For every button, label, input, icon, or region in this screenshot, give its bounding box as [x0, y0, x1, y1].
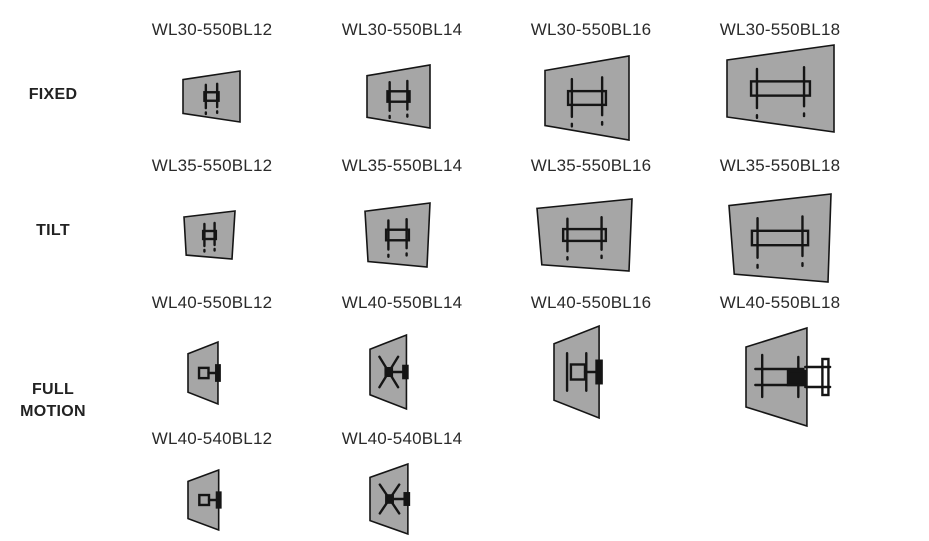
mount-bracket-icon: [566, 76, 608, 128]
tv-screen: [544, 55, 630, 141]
tv-mount-image: [369, 333, 421, 411]
tv-mount-image: [369, 462, 423, 536]
tv-mount-image: [544, 55, 630, 141]
tv-mount-image: [187, 468, 231, 532]
model-name: WL30-550BL18: [719, 20, 841, 39]
tv-mount-image: [366, 64, 431, 129]
model-name: WL35-550BL14: [341, 156, 463, 175]
tv-panel-graphic: [544, 55, 630, 141]
mount-bracket-icon: [565, 352, 603, 393]
tv-panel-graphic: [366, 64, 431, 129]
tv-screen: [187, 468, 220, 532]
model-name: WL40-550BL14: [341, 293, 463, 312]
tv-screen: [728, 193, 832, 283]
model-name: WL40-540BL12: [151, 429, 273, 448]
tv-panel-graphic: [726, 44, 835, 133]
tv-panel-graphic: [553, 324, 603, 420]
tv-mount-image: [745, 326, 832, 428]
model-name: WL35-550BL16: [530, 156, 652, 175]
row-label-tilt: TILT: [36, 222, 70, 239]
model-name: WL30-550BL14: [341, 20, 463, 39]
mount-bracket-icon: [201, 221, 218, 253]
row-label-full-motion: FULL MOTION: [20, 381, 86, 420]
model-name: WL30-550BL12: [151, 20, 273, 39]
tv-mount-image: [183, 210, 236, 260]
tv-panel-graphic: [182, 70, 241, 123]
tv-mount-image: [553, 324, 617, 420]
model-name: WL35-550BL12: [151, 156, 273, 175]
mount-bracket-icon: [754, 353, 832, 399]
tv-screen: [536, 198, 633, 272]
tv-mount-image: [726, 44, 835, 133]
tv-panel-graphic: [728, 193, 832, 283]
tv-screen: [726, 44, 835, 133]
tv-mount-image: [536, 198, 633, 272]
tv-panel-graphic: [745, 326, 832, 428]
model-name: WL30-550BL16: [530, 20, 652, 39]
row-label-fixed: FIXED: [28, 86, 78, 103]
mount-bracket-icon: [378, 355, 409, 389]
mount-bracket-icon: [198, 491, 222, 509]
tv-screen: [553, 324, 600, 420]
tv-screen: [366, 64, 431, 129]
mount-bracket-icon: [384, 217, 411, 258]
mount-bracket-icon: [203, 82, 220, 116]
mount-bracket-icon: [750, 215, 810, 269]
mount-bracket-icon: [378, 483, 411, 515]
model-name: WL40-540BL14: [341, 429, 463, 448]
mount-bracket-icon: [197, 364, 221, 382]
tv-screen: [187, 340, 219, 406]
tv-mount-image: [182, 70, 241, 123]
model-name: WL40-550BL18: [719, 293, 841, 312]
tv-panel-graphic: [187, 340, 221, 406]
tv-mount-image: [187, 340, 230, 406]
tv-screen: [364, 202, 431, 268]
tv-panel-graphic: [183, 210, 236, 260]
model-name: WL40-550BL12: [151, 293, 273, 312]
tv-panel-graphic: [369, 333, 409, 411]
model-name: WL35-550BL18: [719, 156, 841, 175]
tv-screen: [183, 210, 236, 260]
model-name: WL40-550BL16: [530, 293, 652, 312]
tv-panel-graphic: [364, 202, 431, 268]
tv-screen: [745, 326, 808, 428]
mount-bracket-icon: [561, 216, 608, 261]
tv-panel-graphic: [369, 462, 411, 536]
tv-mount-image: [364, 202, 431, 268]
tv-screen: [182, 70, 241, 123]
tv-panel-graphic: [536, 198, 633, 272]
tv-mount-image: [728, 193, 832, 283]
mount-bracket-icon: [386, 79, 411, 120]
tv-panel-graphic: [187, 468, 222, 532]
mount-bracket-icon: [749, 65, 812, 120]
